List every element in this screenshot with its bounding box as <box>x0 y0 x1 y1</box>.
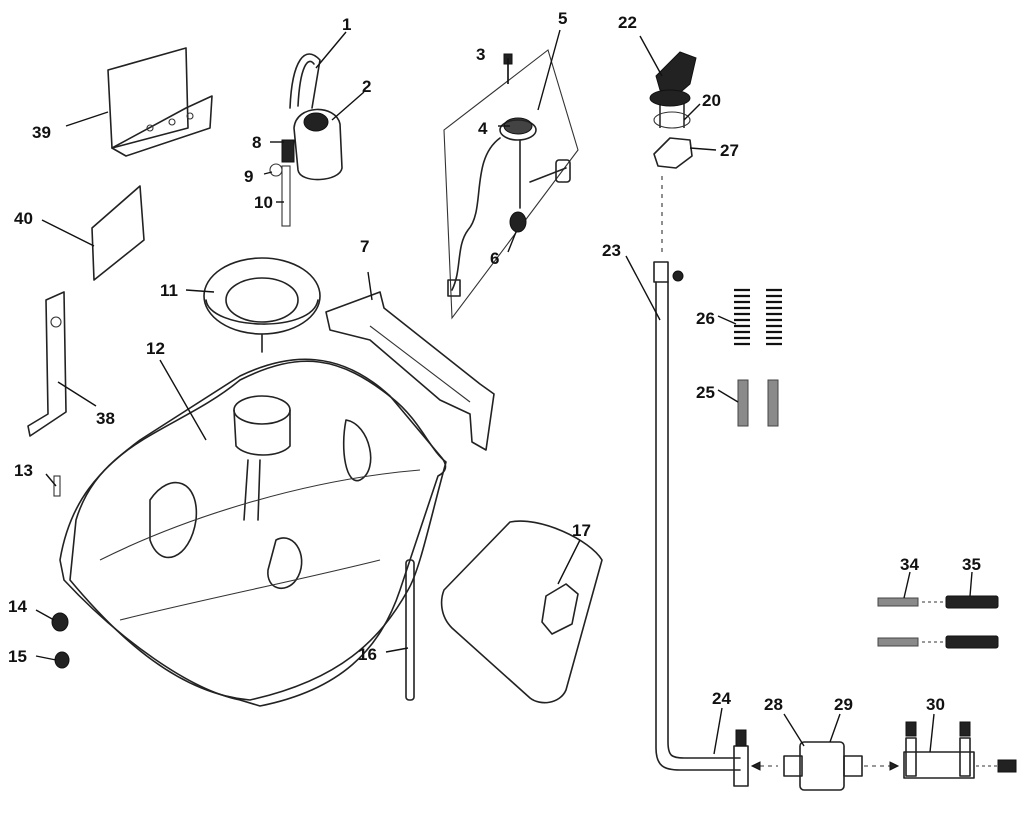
part-10-pipe <box>281 165 291 227</box>
part-40-pad <box>91 185 145 281</box>
callout-40: 40 <box>14 209 33 228</box>
callout-9: 9 <box>244 167 253 186</box>
part-39-heat-shield <box>107 47 213 157</box>
part-12-fuel-tank <box>59 358 447 707</box>
part-26-spring-right <box>766 288 782 346</box>
part-17-pad <box>440 520 603 704</box>
part-25-sleeve-left <box>737 379 749 427</box>
callout-4: 4 <box>478 119 488 138</box>
callout-34: 34 <box>900 555 919 574</box>
callout-11: 11 <box>160 281 178 300</box>
part-15-nut <box>54 651 70 669</box>
callout-26: 26 <box>696 309 715 328</box>
callout-17: 17 <box>572 521 591 540</box>
callout-35: 35 <box>962 555 981 574</box>
callout-30: 30 <box>926 695 945 714</box>
part-16-rod <box>405 559 415 701</box>
part-35-spring-top <box>922 595 999 609</box>
callout-1: 1 <box>342 15 351 34</box>
callout-12: 12 <box>146 339 165 358</box>
callout-39: 39 <box>32 123 51 142</box>
callout-6: 6 <box>490 249 499 268</box>
callout-14: 14 <box>8 597 27 616</box>
callout-16: 16 <box>358 645 377 664</box>
part-7-tank-bracket <box>325 291 495 451</box>
callout-2: 2 <box>362 77 371 96</box>
part-6-float <box>509 211 527 233</box>
callout-24: 24 <box>712 689 731 708</box>
part-27-gasket <box>653 137 693 169</box>
part-34-sleeve-top <box>877 597 919 607</box>
part-22-fuel-pump <box>649 51 697 128</box>
part-23-fuel-pipe <box>653 176 741 771</box>
part-1-hose <box>289 53 321 109</box>
callout-8: 8 <box>252 133 261 152</box>
part-20-holder <box>653 111 691 129</box>
part-8-clamp <box>281 139 295 163</box>
part-26-spring-left <box>734 286 750 350</box>
callout-29: 29 <box>834 695 853 714</box>
callout-25: 25 <box>696 383 715 402</box>
part-29-fuel-filter <box>783 741 900 791</box>
part-38-l-bracket <box>27 291 67 437</box>
part-34-sleeve-bottom <box>877 637 919 647</box>
part-13-bolt <box>53 475 61 497</box>
callout-20: 20 <box>702 91 721 110</box>
leader-lines <box>35 29 973 755</box>
part-2-fuel-cap <box>293 108 343 181</box>
callout-23: 23 <box>602 241 621 260</box>
part-11-filler-neck <box>203 257 321 353</box>
callout-27: 27 <box>720 141 739 160</box>
part-24-connector <box>733 729 778 787</box>
callout-5: 5 <box>558 9 567 28</box>
callout-38: 38 <box>96 409 115 428</box>
part-30-connector <box>903 721 1017 779</box>
callout-labels: 1 2 3 4 5 6 7 8 9 10 11 12 13 14 15 16 1… <box>8 9 981 714</box>
callout-22: 22 <box>618 13 637 32</box>
callout-10: 10 <box>254 193 273 212</box>
part-9-washer <box>269 163 283 177</box>
part-25-sleeve-right <box>767 379 779 427</box>
part-35-spring-bottom <box>922 635 999 649</box>
callout-13: 13 <box>14 461 33 480</box>
part-14-nut <box>51 612 69 632</box>
callout-3: 3 <box>476 45 485 64</box>
callout-15: 15 <box>8 647 27 666</box>
part-5-fuel-sender <box>443 49 579 320</box>
callout-28: 28 <box>764 695 783 714</box>
callout-7: 7 <box>360 237 369 256</box>
